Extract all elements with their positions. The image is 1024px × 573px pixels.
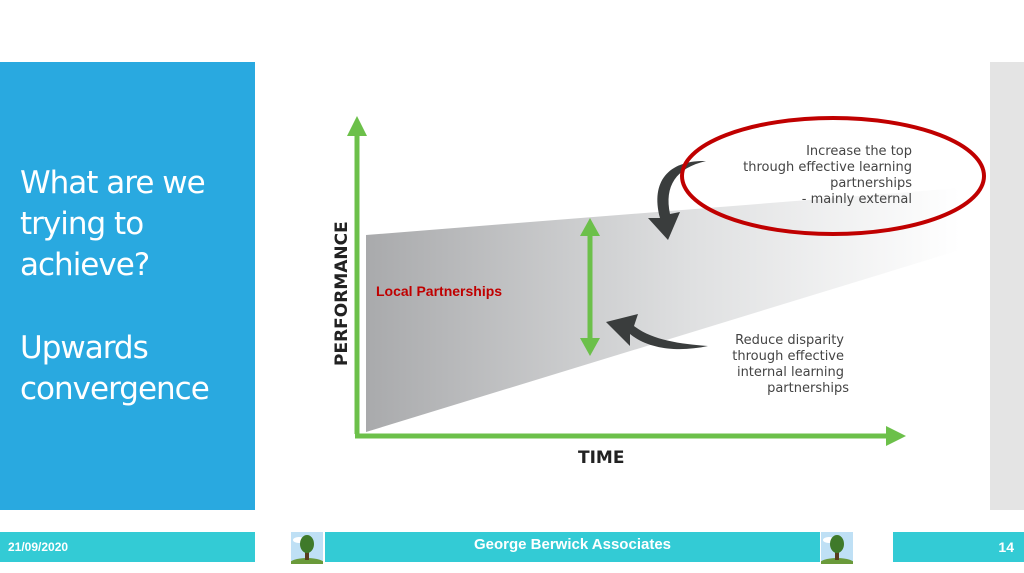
- date-text: 21/09/2020: [8, 540, 69, 554]
- tree-logo-icon: [291, 532, 323, 564]
- side-strip: [990, 62, 1024, 510]
- x-axis-arrow: [355, 426, 906, 446]
- note-line: Increase the top: [806, 144, 912, 159]
- note-line: partnerships: [830, 176, 912, 191]
- footer-organization: George Berwick Associates: [325, 532, 820, 562]
- note-line: through effective: [732, 349, 844, 364]
- title-line: achieve?: [20, 247, 150, 283]
- note-line: Reduce disparity: [735, 333, 844, 348]
- region-label: Local Partnerships: [376, 283, 502, 299]
- curved-arrow-left-icon: [606, 314, 708, 350]
- subtitle-line: convergence: [20, 371, 210, 407]
- top-note: Increase the top through effective learn…: [743, 144, 912, 207]
- footer-page-number: 14: [893, 532, 1024, 562]
- title-line: trying to: [20, 206, 144, 242]
- organization-text: George Berwick Associates: [473, 536, 672, 553]
- y-axis-label: PERFORMANCE: [332, 221, 352, 366]
- tree-logo-icon: [821, 532, 853, 564]
- note-line: partnerships: [767, 381, 849, 396]
- performance-wedge: [366, 188, 960, 432]
- title-panel: [0, 62, 255, 510]
- slide-title: What are we trying to achieve?: [20, 163, 206, 286]
- slide-subtitle: Upwards convergence: [20, 328, 210, 410]
- note-line: internal learning: [737, 365, 844, 380]
- y-axis-arrow: [347, 116, 367, 434]
- title-line: What are we: [20, 165, 206, 201]
- note-line: - mainly external: [802, 192, 912, 207]
- footer-date: 21/09/2020: [0, 532, 255, 562]
- bottom-note: Reduce disparity through effective inter…: [732, 333, 849, 396]
- page-number-text: 14: [998, 539, 1014, 555]
- x-axis-label: TIME: [578, 448, 624, 468]
- gap-double-arrow: [580, 218, 600, 356]
- note-line: through effective learning: [743, 160, 912, 175]
- highlight-ellipse: [680, 116, 986, 236]
- subtitle-line: Upwards: [20, 330, 149, 366]
- curved-arrow-down-icon: [648, 160, 706, 240]
